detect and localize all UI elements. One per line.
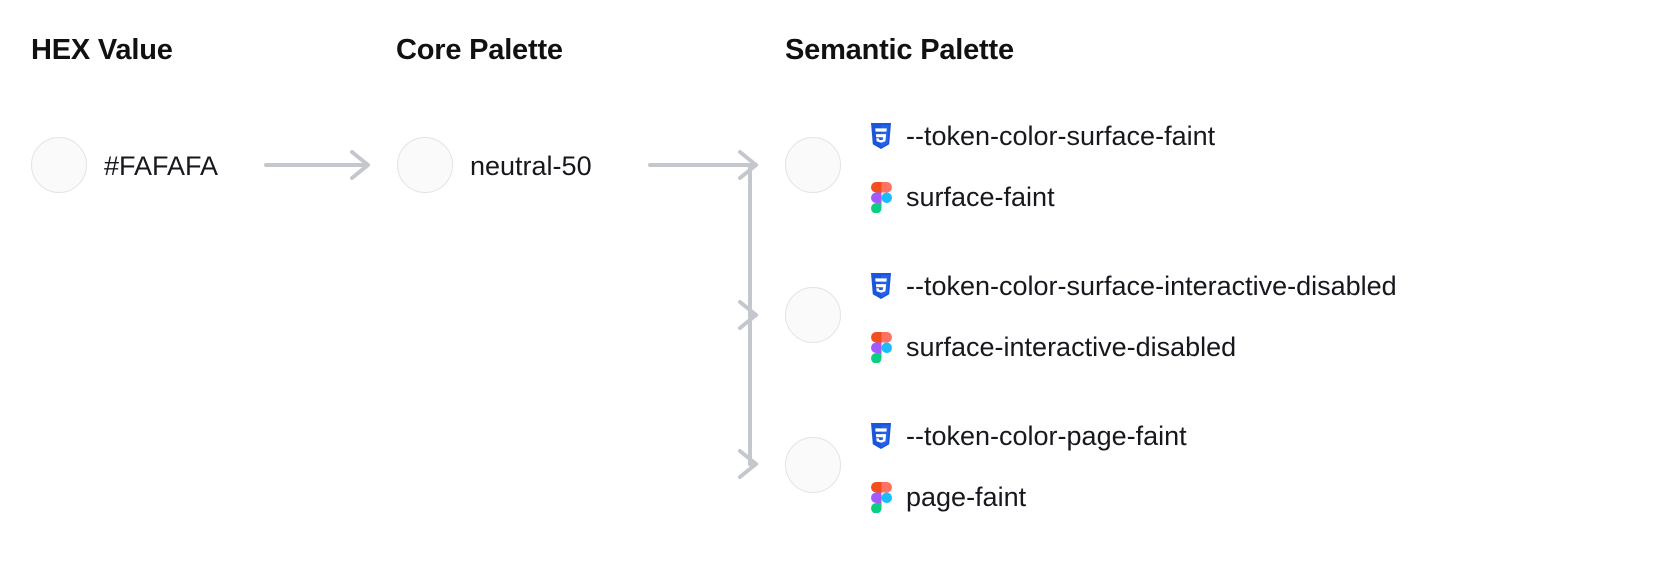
swatch-core-palette: [397, 137, 453, 193]
token-figma-style-row-1: surface-faint: [868, 181, 1055, 213]
column-heading-hex-value: HEX Value: [31, 34, 173, 66]
arrow-branch-2-head: [738, 300, 758, 330]
swatch-semantic-token-3: [785, 437, 841, 493]
arrow-branch-3-head: [738, 449, 758, 479]
token-css-variable-row-1: --token-color-surface-faint: [868, 121, 1215, 151]
swatch-semantic-token-1: [785, 137, 841, 193]
figma-icon: [868, 481, 894, 513]
token-css-variable-row-3: --token-color-page-faint: [868, 421, 1187, 451]
token-figma-style-text-3: page-faint: [906, 481, 1027, 512]
column-heading-core-palette: Core Palette: [396, 34, 563, 66]
column-heading-semantic-palette: Semantic Palette: [785, 34, 1014, 66]
token-figma-style-row-2: surface-interactive-disabled: [868, 331, 1237, 363]
token-figma-style-text-1: surface-faint: [906, 181, 1055, 212]
arrow-branch-1-head: [738, 150, 758, 180]
token-figma-style-text-2: surface-interactive-disabled: [906, 331, 1237, 362]
css3-icon: [868, 421, 894, 451]
arrow-hex-to-core-head: [350, 150, 370, 180]
hex-value-label: #FAFAFA: [104, 151, 219, 181]
swatch-hex-value: [31, 137, 87, 193]
token-css-variable-text-1: --token-color-surface-faint: [906, 120, 1216, 151]
figma-icon: [868, 181, 894, 213]
token-css-variable-text-3: --token-color-page-faint: [906, 420, 1187, 451]
css3-icon: [868, 271, 894, 301]
core-palette-label: neutral-50: [470, 151, 592, 181]
token-css-variable-text-2: --token-color-surface-interactive-disabl…: [906, 270, 1397, 301]
token-css-variable-row-2: --token-color-surface-interactive-disabl…: [868, 271, 1397, 301]
css3-icon: [868, 121, 894, 151]
token-figma-style-row-3: page-faint: [868, 481, 1027, 513]
figma-icon: [868, 331, 894, 363]
swatch-semantic-token-2: [785, 287, 841, 343]
